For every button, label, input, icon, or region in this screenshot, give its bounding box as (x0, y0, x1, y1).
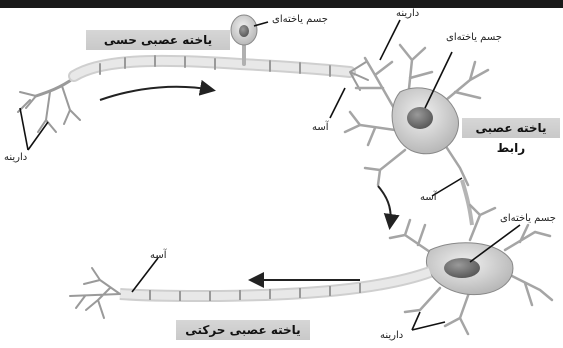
label-axon-inter: آسه (312, 122, 329, 133)
motor-axon-terminal (70, 268, 120, 318)
sensory-nucleus (239, 25, 249, 37)
label-cellbody-sensory: جسم یاخته‌ای (272, 14, 328, 25)
sensory-neuron-title: یاخته عصبی حسی (86, 30, 230, 50)
pointer-dendrite-2 (380, 20, 400, 60)
motor-nucleus (444, 258, 480, 278)
interneuron-title: یاخته عصبی رابط (462, 118, 560, 138)
label-dendrite-inter: دارینه (396, 8, 419, 19)
label-axon-motor-link: آسه (420, 192, 437, 203)
label-cellbody-motor: جسم یاخته‌ای (500, 213, 556, 224)
label-dendrite-motor: دارینه (380, 330, 403, 341)
pointer-dendrite-1a (20, 108, 28, 150)
flow-arrow-1 (100, 87, 212, 100)
label-axon-motor: آسه (150, 250, 167, 261)
flow-arrow-2 (378, 186, 391, 226)
pointer-dendrite-3a (412, 322, 445, 330)
motor-neuron-title: یاخته عصبی حرکتی (176, 320, 310, 340)
interneuron-nucleus (407, 107, 433, 129)
pointer-dendrite-3b (412, 312, 420, 330)
pointer-axon-1 (330, 88, 345, 118)
label-dendrite-sensory: دارینه (4, 152, 27, 163)
pointer-axon-3 (132, 258, 158, 292)
pointer-dendrite-1b (28, 122, 48, 150)
label-cellbody-inter: جسم یاخته‌ای (446, 32, 502, 43)
